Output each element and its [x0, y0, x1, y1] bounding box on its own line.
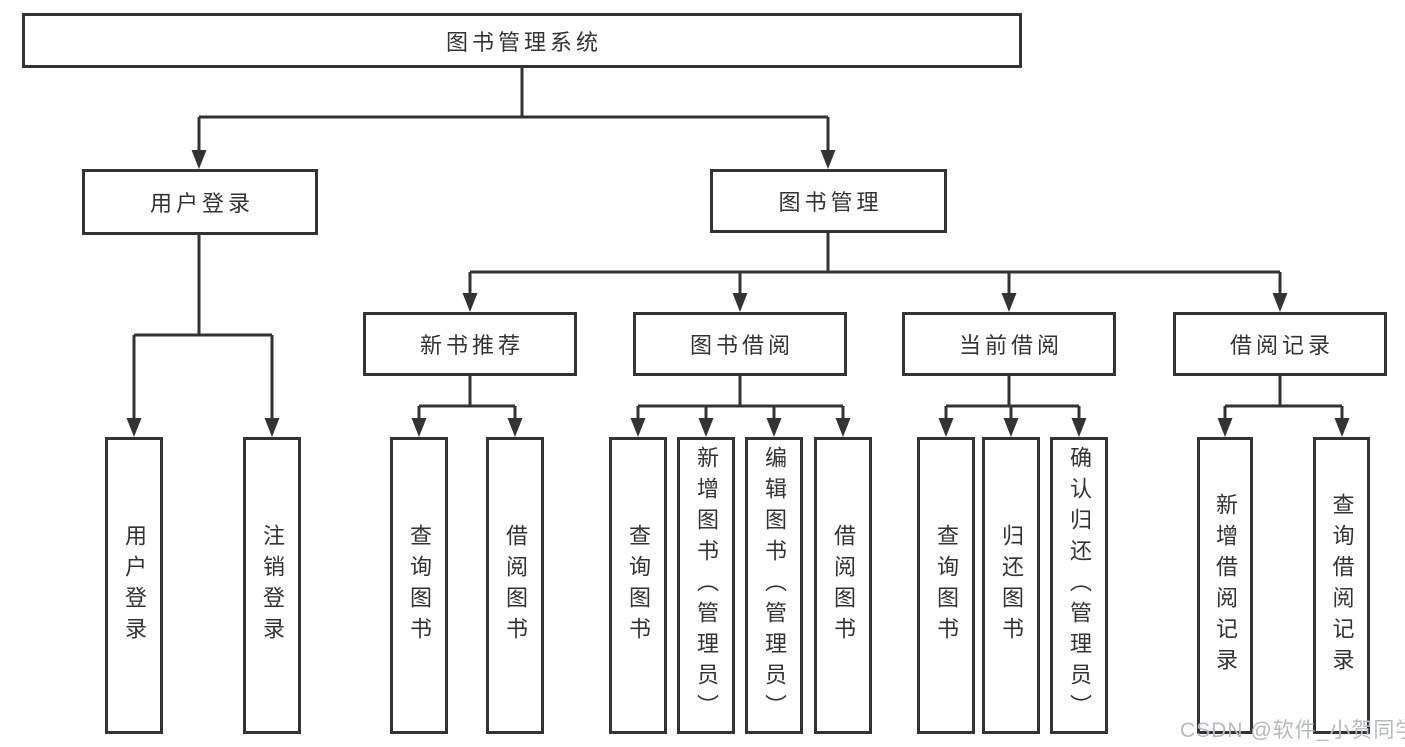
node-root-library-system: 图书管理系统: [22, 13, 1022, 68]
leaf-borrow-books-borrowing: 借阅图书: [814, 437, 872, 734]
leaf-edit-book-admin-label: 编辑图书（管理员）: [762, 446, 787, 725]
leaf-query-books-borrowing: 查询图书: [609, 437, 667, 734]
leaf-borrow-books-borrowing-label: 借阅图书: [831, 523, 856, 648]
csdn-watermark: CSDN @软件_小贺同学: [1180, 719, 1405, 742]
node-book-management: 图书管理: [710, 169, 947, 233]
leaf-user-login: 用户登录: [105, 437, 163, 734]
leaf-query-books-recommend: 查询图书: [390, 437, 448, 734]
leaf-query-books-current: 查询图书: [917, 437, 975, 734]
leaf-borrow-books-recommend-label: 借阅图书: [503, 523, 528, 648]
node-new-book-recommend: 新书推荐: [363, 312, 577, 376]
leaf-edit-book-admin: 编辑图书（管理员）: [745, 437, 803, 734]
leaf-borrow-books-recommend: 借阅图书: [486, 437, 544, 734]
node-user-login: 用户登录: [82, 169, 318, 235]
leaf-add-book-admin-label: 新增图书（管理员）: [694, 446, 719, 725]
leaf-confirm-return-admin: 确认归还（管理员）: [1050, 437, 1108, 734]
leaf-user-login-label: 用户登录: [122, 523, 147, 648]
leaf-query-books-recommend-label: 查询图书: [407, 523, 432, 648]
leaf-add-borrow-record: 新增借阅记录: [1197, 437, 1253, 734]
leaf-add-borrow-record-label: 新增借阅记录: [1213, 492, 1238, 679]
leaf-add-book-admin: 新增图书（管理员）: [677, 437, 735, 734]
leaf-logout: 注销登录: [243, 437, 301, 734]
leaf-return-book-label: 归还图书: [999, 523, 1024, 648]
leaf-query-borrow-record: 查询借阅记录: [1313, 437, 1370, 734]
leaf-query-books-current-label: 查询图书: [934, 523, 959, 648]
node-current-borrowing: 当前借阅: [902, 312, 1116, 376]
leaf-query-books-borrowing-label: 查询图书: [626, 523, 651, 648]
node-borrowing-records: 借阅记录: [1173, 312, 1387, 376]
leaf-query-borrow-record-label: 查询借阅记录: [1329, 492, 1355, 679]
leaf-logout-label: 注销登录: [260, 523, 285, 648]
leaf-return-book: 归还图书: [982, 437, 1040, 734]
leaf-confirm-return-admin-label: 确认归还（管理员）: [1067, 446, 1092, 725]
node-book-borrowing: 图书借阅: [633, 312, 847, 376]
